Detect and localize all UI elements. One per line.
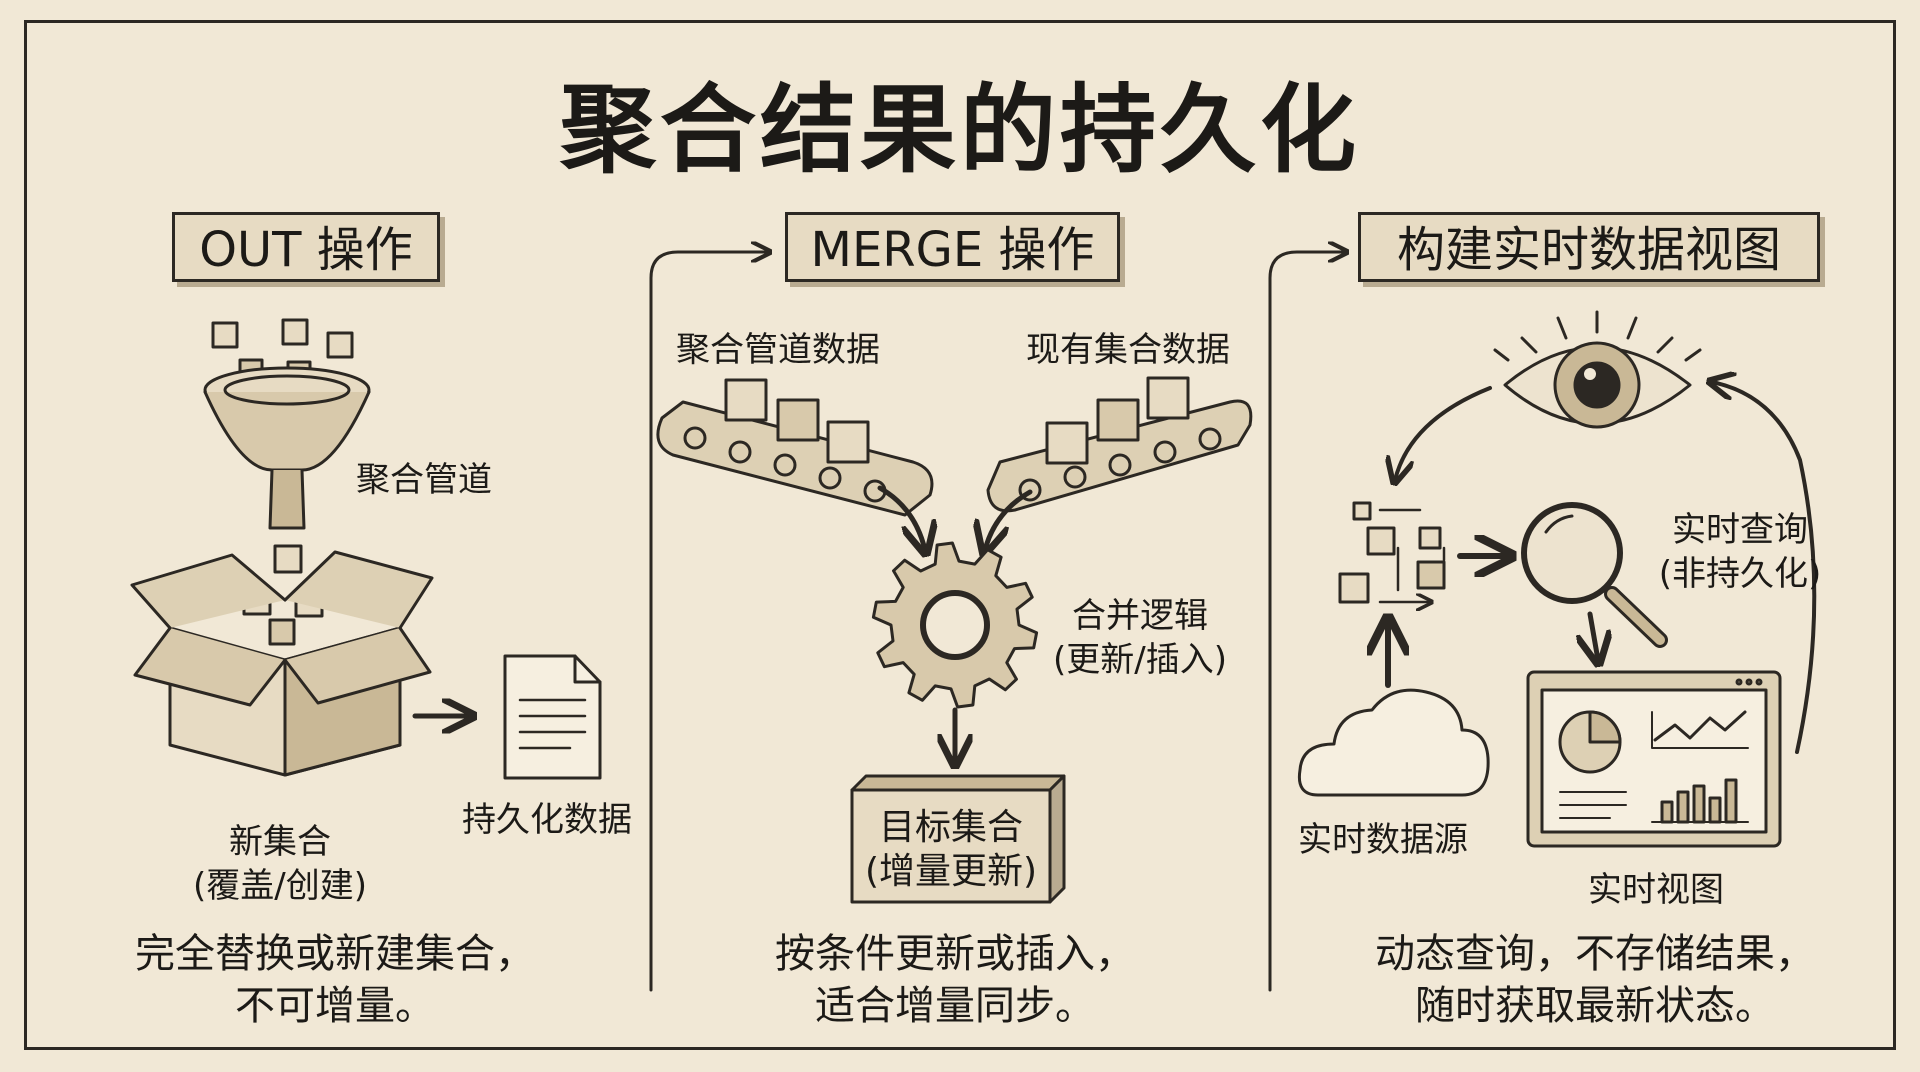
label-realtime-view: 实时视图 (1588, 870, 1724, 910)
label-persist-data: 持久化数据 (462, 800, 632, 840)
label-realtime-query: 实时查询 (非持久化) (1658, 510, 1822, 594)
label-new-collection: 新集合 (覆盖/创建) (193, 822, 367, 906)
label-realtime-source: 实时数据源 (1298, 820, 1468, 860)
label-pipeline: 聚合管道 (356, 460, 492, 500)
section-header-out: OUT 操作 (172, 212, 440, 282)
description-realtime: 动态查询，不存储结果， 随时获取最新状态。 (1375, 931, 1815, 1029)
cloud-icon (1297, 688, 1490, 797)
conveyor-right-icon (986, 376, 1253, 513)
funnel-icon (203, 318, 371, 530)
document-icon (503, 654, 602, 780)
arrow-right-conveyor-to-gear (985, 489, 1033, 550)
separator-line-1 (649, 252, 768, 992)
page-title: 聚合结果的持久化 (560, 74, 1360, 186)
description-merge: 按条件更新或插入， 适合增量同步。 (775, 931, 1135, 1029)
eye-icon (1493, 310, 1702, 429)
arrow-left-conveyor-to-gear (877, 485, 925, 550)
label-pipeline-data: 聚合管道数据 (676, 330, 880, 370)
label-existing-data: 现有集合数据 (1026, 330, 1230, 370)
gear-icon (871, 541, 1039, 709)
label-target-collection: 目标集合 (增量更新) (864, 807, 1038, 892)
conveyor-left-icon (656, 378, 934, 517)
gear-hole (920, 590, 990, 660)
box-icon (130, 544, 434, 777)
magnifier-icon (1521, 502, 1668, 648)
section-header-merge: MERGE 操作 (785, 212, 1120, 282)
arrow-dashboard-to-eye (1712, 382, 1817, 754)
separator-line-2 (1268, 252, 1345, 992)
dashboard-icon (1526, 670, 1782, 848)
arrow-magnifier-to-dashboard (1590, 611, 1598, 660)
data-grid-icon (1338, 501, 1444, 602)
outer-frame (24, 20, 1896, 1050)
description-out: 完全替换或新建集合， 不可增量。 (135, 931, 535, 1029)
section-header-realtime: 构建实时数据视图 (1358, 212, 1820, 282)
arrow-eye-to-grid (1395, 386, 1492, 480)
label-merge-logic: 合并逻辑 (更新/插入) (1053, 596, 1227, 680)
crate-icon (850, 774, 1066, 904)
